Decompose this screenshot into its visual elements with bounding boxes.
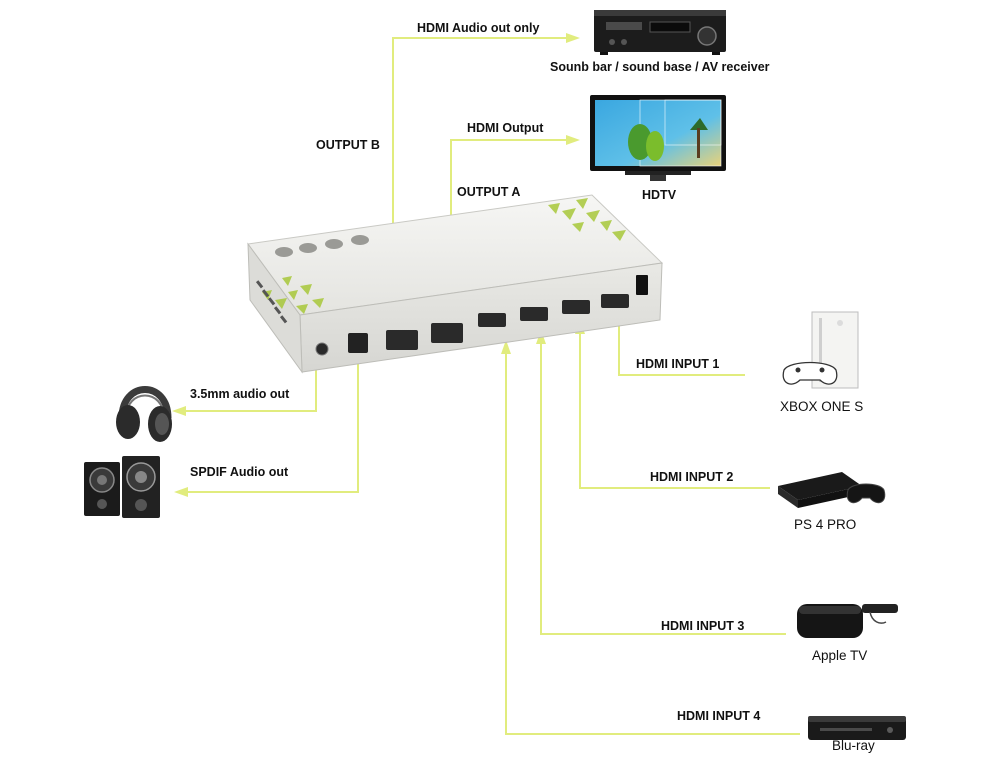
label-hdmi-input-4: HDMI INPUT 4 xyxy=(677,709,760,723)
label-ps4: PS 4 PRO xyxy=(794,517,856,532)
diagram-labels: HDMI Audio out only Sounb bar / sound ba… xyxy=(190,21,875,753)
label-hdmi-input-3: HDMI INPUT 3 xyxy=(661,619,744,633)
label-hdmi-input-2: HDMI INPUT 2 xyxy=(650,470,733,484)
arrow-audio-35mm xyxy=(172,406,186,416)
hdmi-switch-device xyxy=(247,194,664,374)
label-output-b: OUTPUT B xyxy=(316,138,380,152)
av-receiver-icon xyxy=(594,10,726,55)
line-input-1 xyxy=(618,320,745,376)
label-bluray: Blu-ray xyxy=(832,738,875,753)
label-audio-35mm: 3.5mm audio out xyxy=(190,387,290,401)
line-output-a xyxy=(450,139,568,215)
ps4-icon xyxy=(778,472,886,508)
tv-icon xyxy=(590,95,726,181)
arrow-spdif xyxy=(174,487,188,497)
speakers-icon xyxy=(84,456,160,518)
line-input-4 xyxy=(505,352,800,735)
xbox-icon xyxy=(782,311,859,389)
apple-tv-icon xyxy=(797,604,898,638)
arrow-output-b xyxy=(566,33,580,43)
headphones-icon xyxy=(116,386,172,442)
arrow-output-a xyxy=(566,135,580,145)
arrow-input-4 xyxy=(501,340,511,354)
label-hdmi-output: HDMI Output xyxy=(467,121,544,135)
label-xbox: XBOX ONE S xyxy=(780,399,863,414)
label-spdif-out: SPDIF Audio out xyxy=(190,465,289,479)
label-output-a: OUTPUT A xyxy=(457,185,520,199)
line-audio-35mm xyxy=(184,368,317,412)
line-input-3 xyxy=(540,342,786,635)
label-hdmi-input-1: HDMI INPUT 1 xyxy=(636,357,719,371)
label-soundbar: Sounb bar / sound base / AV receiver xyxy=(550,60,770,74)
label-apple-tv: Apple TV xyxy=(812,648,867,663)
label-hdtv: HDTV xyxy=(642,188,677,202)
label-hdmi-audio-out-only: HDMI Audio out only xyxy=(417,21,539,35)
bluray-player-icon xyxy=(808,716,906,740)
line-spdif xyxy=(186,363,359,493)
line-input-2 xyxy=(579,332,770,489)
line-output-b xyxy=(392,37,568,228)
